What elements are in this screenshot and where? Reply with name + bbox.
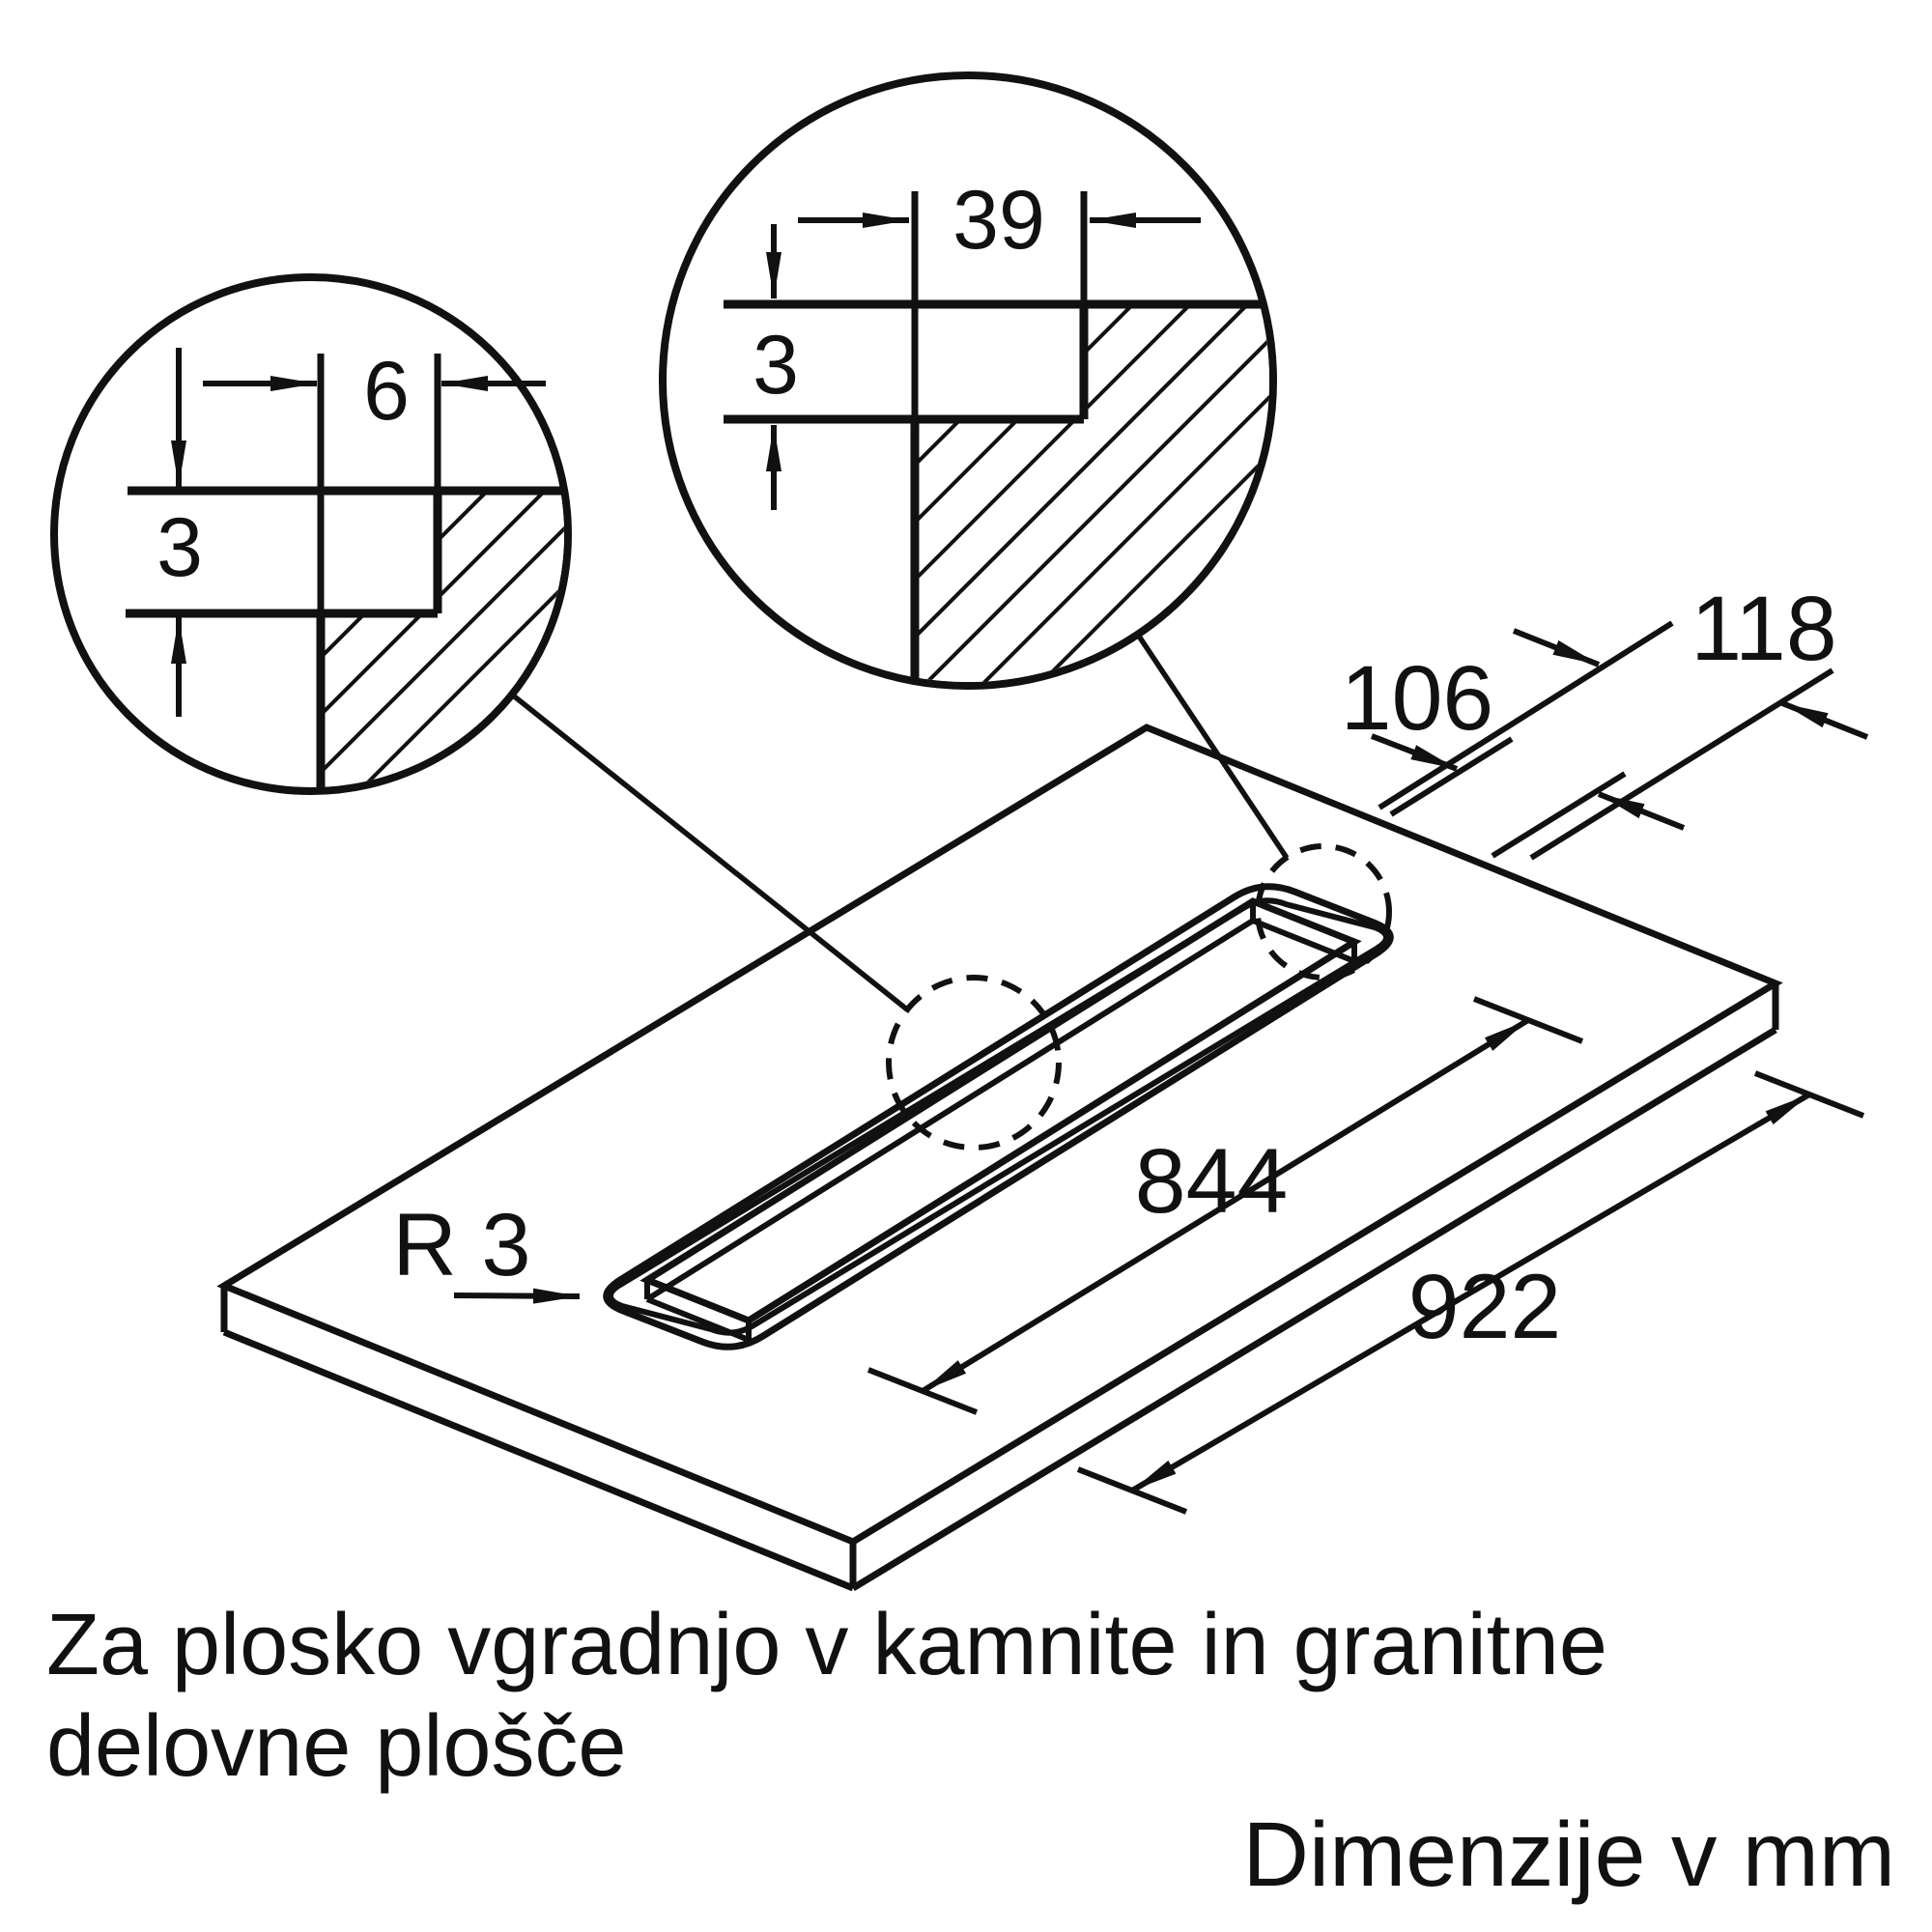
dimension-inner-length: 844 <box>1135 1130 1289 1233</box>
dimension-inner-width: 106 <box>1341 647 1494 750</box>
left-detail-depth-value: 3 <box>156 501 203 594</box>
right-detail-width-value: 39 <box>952 174 1045 267</box>
left-detail-width-value: 6 <box>363 345 410 438</box>
corner-radius-arrow <box>453 1288 581 1304</box>
left-detail-profile <box>126 486 564 790</box>
right-detail-extension-lines <box>911 191 1088 419</box>
detail-indicator-circle-end <box>1255 843 1392 980</box>
caption-line-2: delovne plošče <box>46 1698 626 1795</box>
detail-leader-lines <box>510 633 1290 1012</box>
units-note: Dimenzije v mm <box>1242 1804 1895 1906</box>
dimension-outer-width: 118 <box>1690 578 1836 680</box>
left-detail-circle-outline <box>50 273 572 795</box>
width-dimension-arrows <box>1370 628 1869 831</box>
caption-line-1: Za plosko vgradnjo v kamnite in granitne <box>46 1597 1607 1693</box>
cutout-floor-inset-line <box>608 897 1389 1336</box>
left-detail-extension-lines <box>317 354 441 613</box>
right-detail-profile <box>724 299 1264 681</box>
left-detail-arrows <box>171 348 546 717</box>
worktop-isometric <box>216 620 1869 1592</box>
right-detail-circle: 39 3 <box>659 71 1277 690</box>
width-extension-lines <box>1378 620 1834 861</box>
right-detail-circle-outline <box>659 71 1277 690</box>
worktop-slab <box>216 724 1783 1592</box>
left-detail-circle: 6 3 <box>50 273 572 795</box>
dimension-corner-radius: R 3 <box>392 1196 530 1294</box>
right-detail-depth-value: 3 <box>753 319 799 412</box>
right-detail-arrows <box>766 213 1201 510</box>
right-detail-hatched-material <box>915 304 1269 682</box>
dimension-outer-length: 922 <box>1408 1256 1562 1358</box>
length-dimension-lines <box>867 996 1865 1515</box>
